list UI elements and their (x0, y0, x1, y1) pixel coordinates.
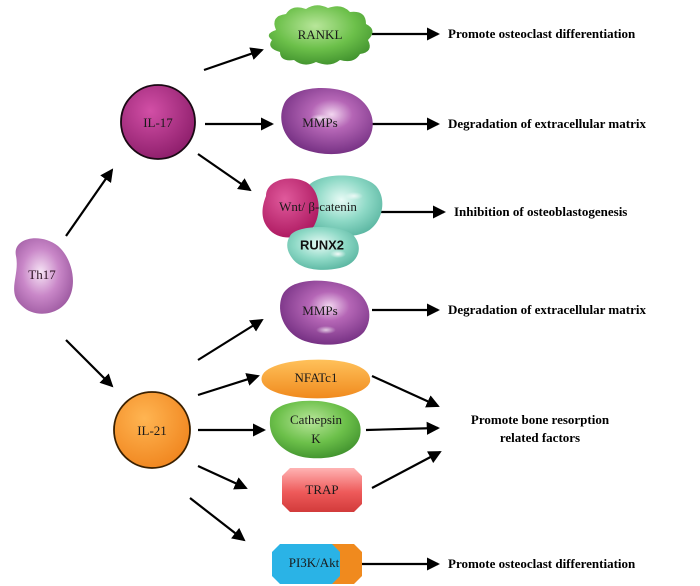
effect-pi3k: Promote osteoclast differentiation (448, 556, 636, 571)
effect-mmps-top: Degradation of extracellular matrix (448, 116, 646, 131)
arrow-il17-to-rankl (203, 47, 264, 72)
effect-mmps-bottom: Degradation of extracellular matrix (448, 302, 646, 317)
mmps-bottom-node: MMPs (280, 280, 370, 345)
mmps-top-node: MMPs (281, 88, 373, 155)
il17-label: IL-17 (143, 115, 173, 130)
arrow-il21-to-nfatc1 (197, 373, 260, 397)
arrows (65, 27, 446, 571)
effect-bone-resorption-line2: related factors (500, 430, 580, 445)
cathepsin-node: Cathepsin K (269, 400, 361, 459)
th17-node: Th17 (14, 238, 73, 314)
mmps-bottom-label: MMPs (302, 303, 337, 318)
mmps-top-label: MMPs (302, 115, 337, 130)
rankl-label: RANKL (298, 27, 343, 42)
runx2-label: RUNX2 (300, 237, 344, 252)
arrow-nfatc1-to-resorption (371, 374, 440, 408)
nfatc1-label: NFATc1 (295, 370, 338, 385)
arrow-il17-to-wnt (197, 153, 252, 192)
il21-node: IL-21 (113, 391, 191, 469)
il21-label: IL-21 (137, 423, 167, 438)
pi3k-label: PI3K/Akt (289, 555, 340, 570)
arrow-trap-to-resorption (371, 451, 442, 489)
cathepsin-label-line1: Cathepsin (290, 412, 342, 427)
il17-node: IL-17 (120, 84, 196, 160)
pi3k-node: PI3K/Akt (272, 544, 362, 584)
effect-rankl: Promote osteoclast differentiation (448, 26, 636, 41)
arrow-il21-to-mmps (197, 318, 264, 361)
cathepsin-label-line2: K (311, 431, 321, 446)
effect-bone-resorption-line1: Promote bone resorption (471, 412, 610, 427)
th17-label: Th17 (28, 267, 56, 282)
arrow-th17-to-il17 (65, 168, 114, 237)
arrow-il21-to-pi3k (189, 497, 246, 542)
wnt-label: Wnt/ β-catenin (279, 199, 357, 214)
rankl-node: RANKL (268, 5, 373, 65)
arrow-cathepsin-to-resorption (365, 421, 440, 435)
nfatc1-node: NFATc1 (261, 359, 371, 399)
arrow-il21-to-trap (197, 465, 248, 490)
arrow-th17-to-il21 (65, 339, 114, 388)
effect-wnt: Inhibition of osteoblastogenesis (454, 204, 627, 219)
effects: Promote osteoclast differentiation Degra… (448, 26, 646, 571)
wnt-complex-node: Wnt/ β-catenin RUNX2 (262, 175, 383, 270)
trap-label: TRAP (305, 482, 338, 497)
trap-node: TRAP (282, 468, 362, 512)
